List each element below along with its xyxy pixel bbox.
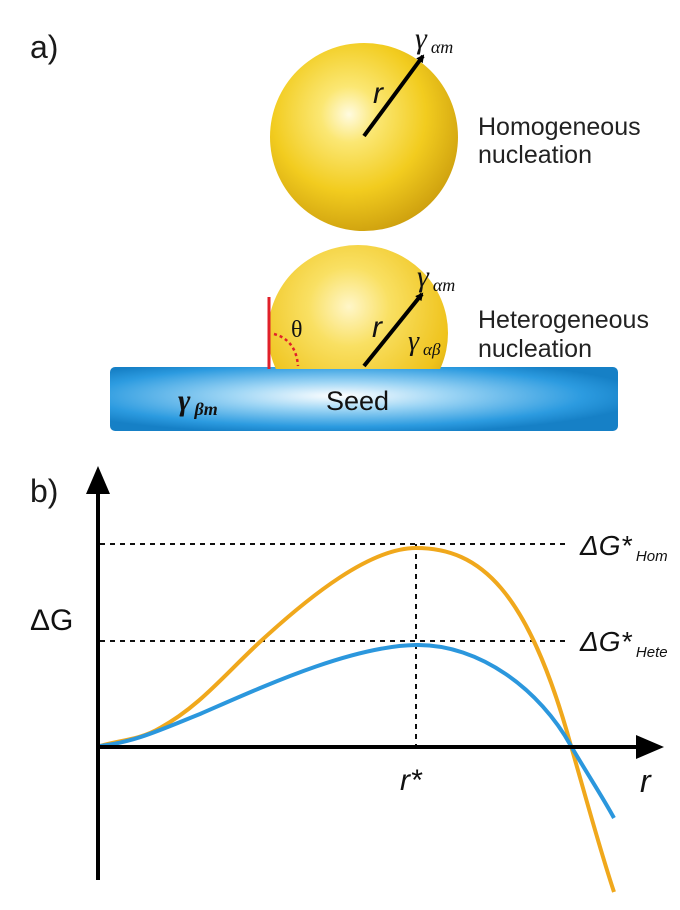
gamma-subscript: αm bbox=[433, 275, 455, 295]
homogeneous-sphere bbox=[270, 43, 458, 231]
contact-angle-arc bbox=[273, 332, 300, 367]
x-axis-arrowhead bbox=[636, 735, 664, 759]
heterogeneous-caption-line1: Heterogeneous bbox=[478, 306, 649, 334]
homogeneous-radius-label: r bbox=[373, 77, 384, 110]
heterogeneous-radius-arrow bbox=[362, 292, 424, 368]
homogeneous-gamma-label: γ αm bbox=[415, 22, 453, 57]
hete-barrier-sub: Hete bbox=[636, 644, 668, 661]
seed-gamma-label: γ βm bbox=[178, 384, 218, 419]
heterogeneous-gamma-ab-label: γ αβ bbox=[408, 326, 441, 359]
hom-barrier-main: ΔG* bbox=[579, 530, 633, 561]
seed-substrate bbox=[110, 367, 618, 431]
panel-b-label: b) bbox=[30, 473, 58, 509]
seed-label: Seed bbox=[326, 386, 389, 416]
gamma-symbol: γ bbox=[417, 260, 430, 293]
gamma-symbol: γ bbox=[415, 22, 428, 55]
gamma-subscript: αm bbox=[431, 37, 453, 57]
hom-barrier-sub: Hom bbox=[636, 548, 668, 565]
homogeneous-radius-arrow bbox=[362, 54, 425, 138]
heterogeneous-radius-label: r bbox=[372, 311, 383, 344]
gamma-subscript: αβ bbox=[423, 340, 441, 359]
homogeneous-energy-curve bbox=[99, 545, 616, 893]
critical-radius-label: r* bbox=[400, 764, 423, 797]
homogeneous-nucleus: r γ αm bbox=[270, 22, 458, 231]
hom-barrier-label: ΔG* Hom bbox=[579, 530, 668, 565]
panel-a-label: a) bbox=[30, 29, 58, 65]
gamma-symbol: γ bbox=[178, 384, 191, 417]
energy-plot: ΔG r r* ΔG* Hom ΔG* Hete bbox=[30, 466, 668, 893]
cap-sphere bbox=[268, 245, 448, 369]
heterogeneous-nucleus: θ r γ αm γ αβ γ βm Seed bbox=[110, 245, 618, 431]
homogeneous-caption-line2: nucleation bbox=[478, 141, 592, 169]
heterogeneous-caption-line2: nucleation bbox=[478, 335, 592, 363]
y-axis-arrowhead bbox=[86, 466, 110, 494]
heterogeneous-gamma-am-label: γ αm bbox=[417, 260, 455, 295]
homogeneous-caption-line1: Homogeneous bbox=[478, 113, 641, 141]
hete-barrier-main: ΔG* bbox=[579, 626, 633, 657]
y-axis-label: ΔG bbox=[30, 604, 73, 637]
gamma-symbol: γ bbox=[408, 326, 420, 357]
contact-angle-label: θ bbox=[291, 317, 303, 343]
gamma-subscript: βm bbox=[193, 399, 217, 419]
hete-barrier-label: ΔG* Hete bbox=[579, 626, 668, 661]
x-axis-label: r bbox=[640, 763, 652, 799]
heterogeneous-energy-curve bbox=[99, 642, 616, 819]
